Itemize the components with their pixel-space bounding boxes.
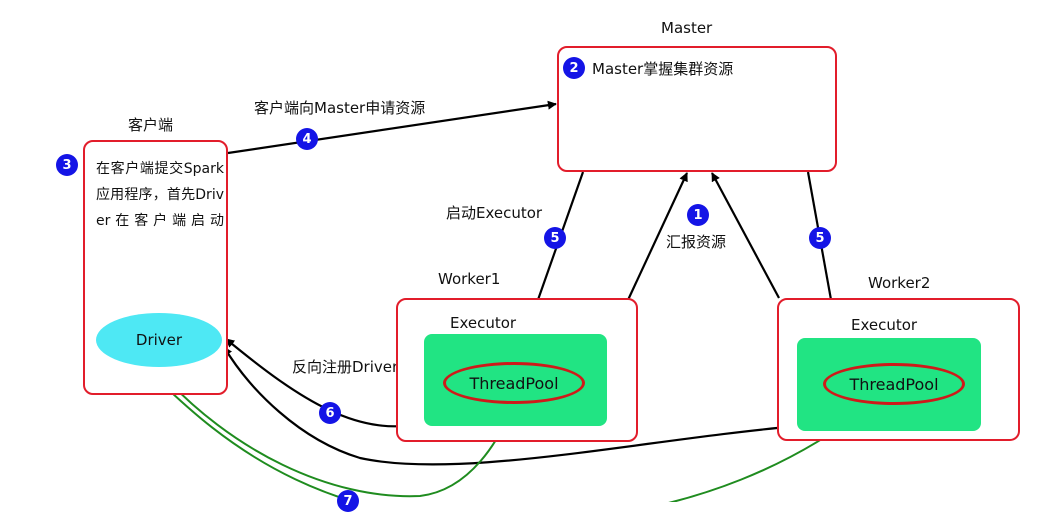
request-resource-arrow [227,100,557,155]
worker2-title: Worker2 [868,274,931,292]
step-badge-1: 1 [687,204,709,226]
worker2-threadpool: ThreadPool [823,363,965,405]
worker1-title: Worker1 [438,270,501,288]
client-title: 客户端 [128,116,174,134]
worker1-threadpool: ThreadPool [443,362,585,404]
worker2-executor-label: Executor [851,316,918,334]
report-resource-arrow-2 [711,172,780,299]
launch-executor-label: 启动Executor [446,204,543,222]
step-badge-6: 6 [319,402,341,424]
worker1-executor-label: Executor [450,314,517,332]
step-badge-5-left: 5 [544,227,566,249]
step-badge-7: 7 [337,490,359,512]
task-arrow-worker2 [151,373,869,502]
register-driver-label: 反向注册Driver [292,358,399,376]
master-note: Master掌握集群资源 [592,60,734,78]
step-badge-3: 3 [56,154,78,176]
report-resource-arrow-1 [627,172,688,301]
request-resource-label: 客户端向Master申请资源 [254,99,426,117]
step-badge-4: 4 [296,128,318,150]
master-title: Master [661,19,713,37]
step-badge-2: 2 [563,57,585,79]
client-description: 在客户端提交Spark 应用程序，首先Driver在客户端启动 [96,161,224,229]
step-badge-5-right: 5 [809,227,831,249]
driver-node: Driver [96,313,222,367]
report-resource-label: 汇报资源 [666,233,727,251]
master-node [557,46,837,172]
task-arrow-worker1 [159,371,515,498]
